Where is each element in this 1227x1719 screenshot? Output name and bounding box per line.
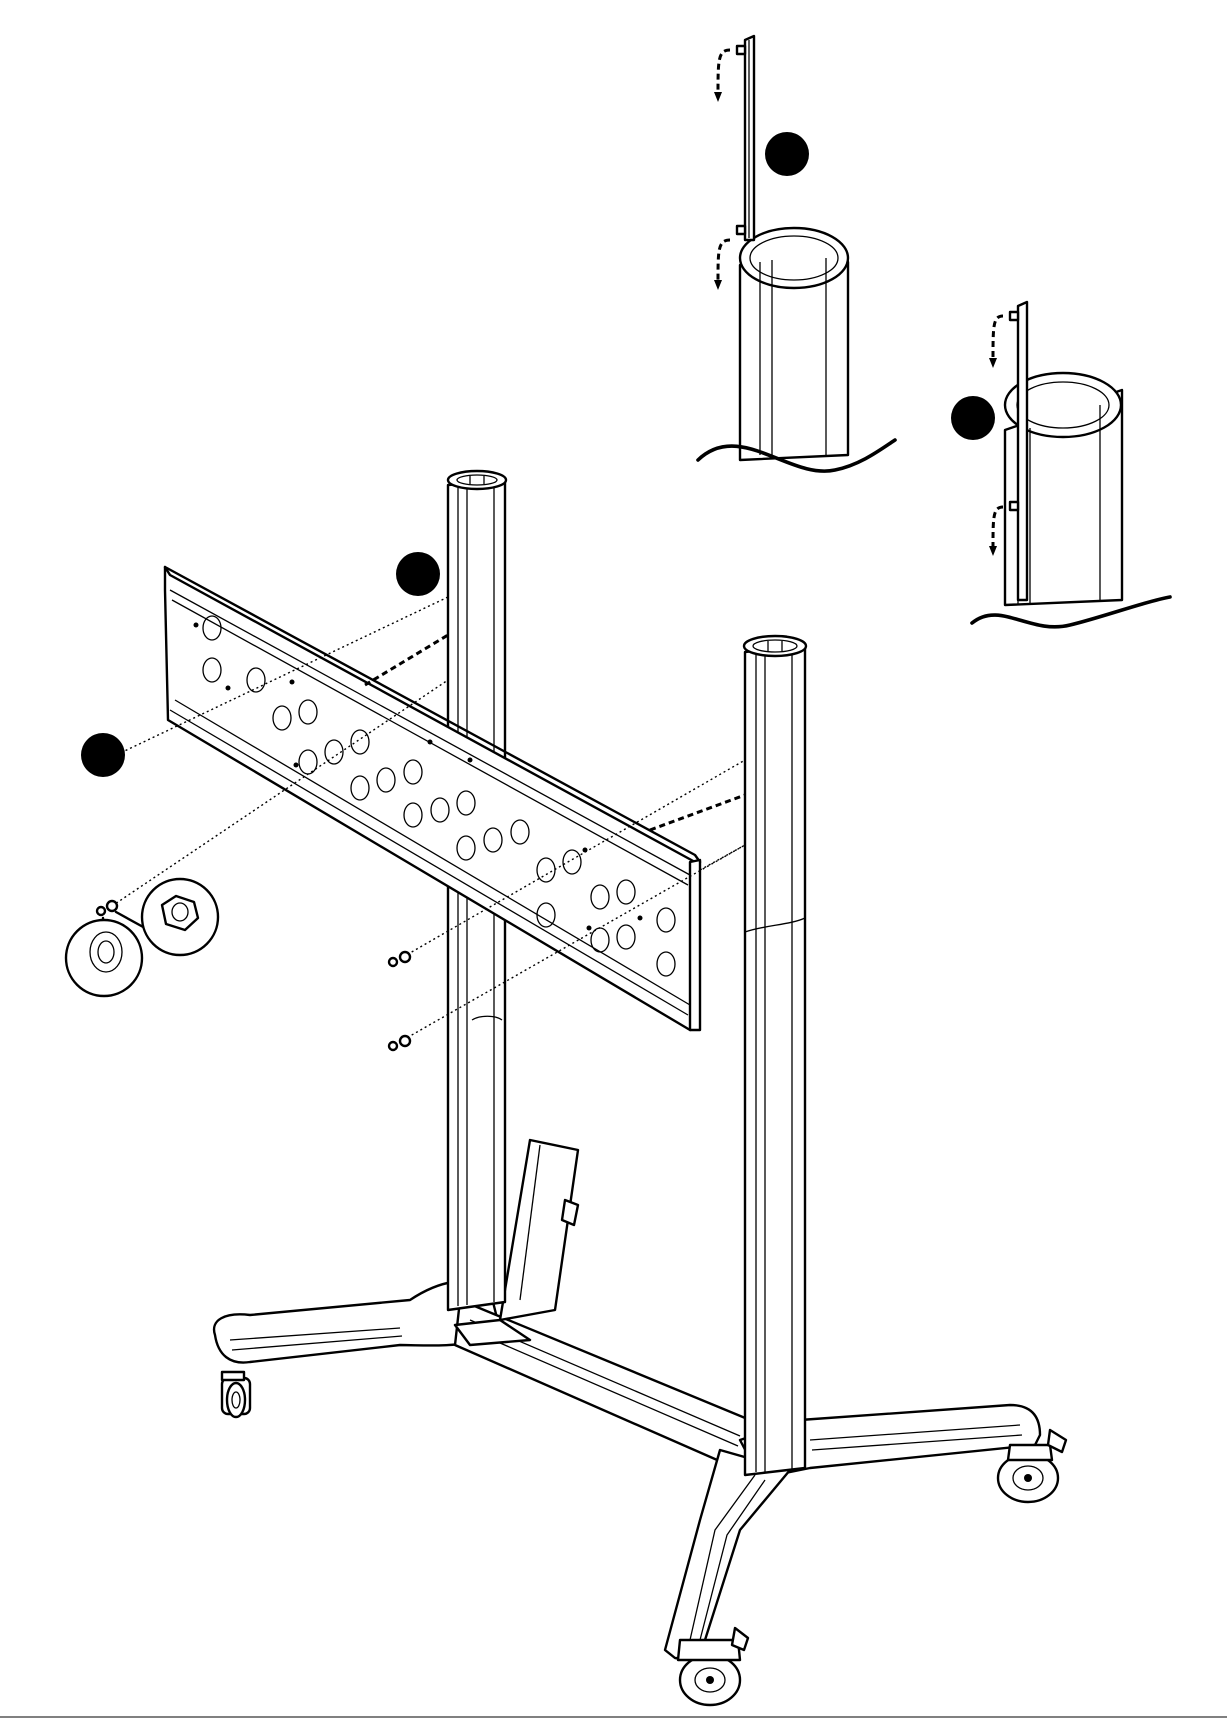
step-callout-top bbox=[765, 132, 809, 176]
caster-wheel-left bbox=[222, 1372, 250, 1417]
detail-top-column bbox=[698, 228, 895, 471]
washer-detail-icon bbox=[66, 918, 142, 996]
mounting-plate bbox=[165, 567, 700, 1030]
step-callout-left bbox=[81, 733, 125, 777]
step-callout-right bbox=[951, 396, 995, 440]
stand-base bbox=[214, 1140, 1040, 1658]
caster-wheel-front bbox=[678, 1628, 748, 1705]
step-callout-column bbox=[396, 552, 440, 596]
detail-right-column bbox=[972, 373, 1170, 627]
front-column bbox=[744, 636, 806, 1475]
